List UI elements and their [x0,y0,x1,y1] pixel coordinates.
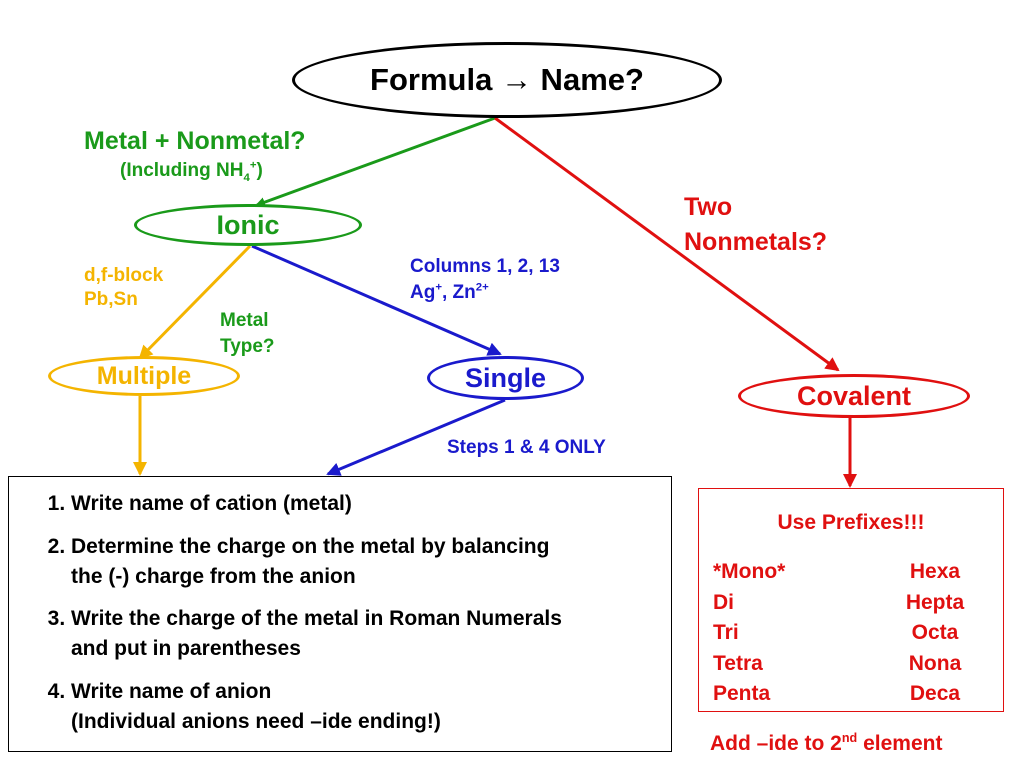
step-item: Determine the charge on the metal by bal… [71,532,671,592]
arrow-formula-to-ionic [255,116,496,207]
step-item: Write the charge of the metal in Roman N… [71,604,671,664]
arrow-formula-to-covalent [494,116,840,372]
steps-only-label: Steps 1 & 4 ONLY [447,437,606,458]
nh4-superscript: + [249,159,257,172]
step-4-line2: (Individual anions need –ide ending!) [71,709,441,733]
single-label: Single [464,362,546,393]
metal-nonmetal-label: Metal + Nonmetal? [84,127,306,155]
prefix-item: Deca [909,682,961,705]
arrow-ionic-to-multiple [138,244,252,360]
prefix-item: Di [713,590,734,614]
step-3-line1: Write the charge of the metal in Roman N… [71,607,562,631]
step-4-line1: Write name of anion [71,680,272,704]
zn-text: , Zn [441,282,476,303]
including-suffix: ) [256,160,263,181]
including-nh4-label: (Including NH4+) [120,159,263,184]
ag-zn-label: Ag+, Zn2+ [410,282,489,305]
prefix-item: Hexa [909,560,961,583]
step-1-line1: Write name of cation (metal) [71,492,352,515]
formula-name-label: Formula → Name? [370,62,644,97]
covalent-label: Covalent [796,380,912,411]
metal-type-line1: Metal [220,310,269,331]
columns-label: Columns 1, 2, 13 [410,256,560,277]
add-ide-note: Add –ide to 2nd element [710,731,942,756]
zn-superscript: 2+ [475,281,489,294]
naming-steps-list: Write name of cation (metal) Determine t… [9,489,671,737]
prefixes-box: Use Prefixes!!! *Mono* Di Tri Tetra Pent… [698,488,1004,712]
element-text: element [857,732,943,755]
arrow-ionic-to-single [251,244,502,356]
ag-superscript: + [435,281,442,294]
prefix-item: Octa [911,621,959,644]
covalent-node: Covalent [738,374,970,418]
arrow-single-to-steps [326,398,506,476]
prefix-item: Nona [908,651,962,675]
prefix-item: *Mono* [713,560,786,583]
multiple-label: Multiple [96,361,192,390]
formula-name-node: Formula → Name? [292,42,722,118]
step-2-line2: the (-) charge from the anion [71,564,356,588]
prefixes-title: Use Prefixes!!! [777,511,925,534]
metal-type-label: Metal Type? [220,308,275,360]
nd-superscript: nd [841,731,858,745]
prefix-item: Hepta [905,590,965,614]
two-nonmetals-line2: Nonmetals? [684,228,828,256]
two-nonmetals-line1: Two [684,193,733,221]
ionic-label: Ionic [216,209,280,240]
step-3-line2: and put in parentheses [71,637,301,661]
ag-text: Ag [410,282,436,303]
df-block-line1: d,f-block [84,265,164,286]
prefix-item: Tri [713,621,739,644]
metal-type-line2: Type? [220,336,275,357]
two-nonmetals-label: Two Nonmetals? [684,190,827,260]
including-prefix: (Including NH [120,160,244,181]
naming-steps-box: Write name of cation (metal) Determine t… [8,476,672,752]
ionic-node: Ionic [134,204,362,246]
nh4-subscript: 4 [243,171,250,184]
multiple-node: Multiple [48,356,240,396]
prefix-item: Penta [713,682,771,705]
prefixes-left-column: *Mono* Di Tri Tetra Penta [713,557,785,710]
step-item: Write name of anion (Individual anions ne… [71,677,671,737]
prefix-item: Tetra [713,651,763,675]
df-block-line2: Pb,Sn [84,289,138,310]
step-2-line1: Determine the charge on the metal by bal… [71,534,550,558]
step-item: Write name of cation (metal) [71,489,671,519]
single-node: Single [427,356,584,400]
prefixes-right-column: Hexa Hepta Octa Nona Deca [895,557,975,710]
df-block-label: d,f-block Pb,Sn [84,264,163,312]
add-ide-text: Add –ide to 2 [710,732,842,755]
